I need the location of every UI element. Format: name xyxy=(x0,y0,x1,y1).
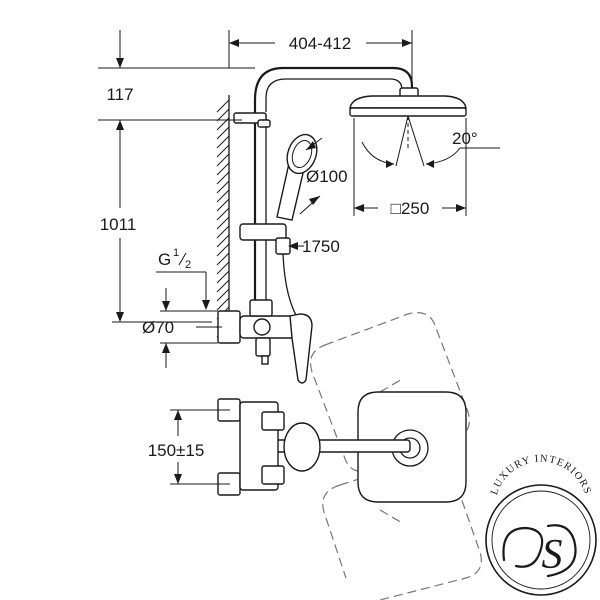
dim-spacing-label: 150±15 xyxy=(148,441,205,460)
dim-total-width: 404-412 xyxy=(228,30,413,88)
dim-handshower-label: Ø100 xyxy=(306,167,348,186)
wall-hatch-line xyxy=(216,108,230,122)
dim-hose-label: 1750 xyxy=(302,237,340,256)
dim-height-label: 1011 xyxy=(100,215,137,234)
dim-head-size: □250 xyxy=(353,118,467,218)
dim-hose: 1750 xyxy=(288,237,340,256)
wall-hatch-line xyxy=(216,99,230,113)
wall-hatch-line xyxy=(216,288,230,302)
wall-hatch-line xyxy=(216,252,230,266)
hand-shower xyxy=(239,133,318,373)
wall-hatch-line xyxy=(216,234,230,248)
head-shower xyxy=(349,87,500,168)
wall-hatch-line xyxy=(216,198,230,212)
slide-holder xyxy=(239,223,287,241)
wall-hatch-line xyxy=(216,171,230,185)
dim-thread-den: 2 xyxy=(185,259,191,271)
wall-hatch-line xyxy=(216,225,230,239)
dim-thread-num: 1 xyxy=(173,247,179,259)
dim-rosette-label: Ø70 xyxy=(142,318,174,337)
dim-top-offset: 117 xyxy=(98,30,255,140)
wall-hatch-line xyxy=(216,243,230,257)
wall xyxy=(216,95,230,338)
wall-hatch-line xyxy=(216,297,230,311)
wall-hatch-line xyxy=(216,261,230,275)
dim-thread-main: G xyxy=(158,250,171,269)
dim-total-width-label: 404-412 xyxy=(289,34,351,53)
mixer-lever xyxy=(289,313,313,384)
mixer-top-view xyxy=(217,312,482,600)
wall-hatch-line xyxy=(216,216,230,230)
mixer-front xyxy=(217,299,313,384)
dim-angle-label: 20° xyxy=(452,129,478,148)
wall-hatch-line xyxy=(216,180,230,194)
dim-thread: G 1 2 xyxy=(156,247,210,310)
wall-hatch-line xyxy=(216,189,230,203)
wall-hatch-line xyxy=(216,153,230,167)
wall-hatch-line xyxy=(216,144,230,158)
dim-angle: 20° xyxy=(452,129,478,148)
dim-top-offset-label: 117 xyxy=(106,85,133,104)
wall-hatching xyxy=(216,99,230,338)
dim-spacing: 150±15 xyxy=(148,409,230,485)
dim-head-size-label: □250 xyxy=(391,199,430,218)
luxury-interiors-logo: LUXURY INTERIORS S xyxy=(485,453,597,596)
logo-monogram-flourish xyxy=(502,524,577,578)
dim-handshower: Ø100 xyxy=(299,137,348,215)
wall-hatch-line xyxy=(216,162,230,176)
wall-hatch-line xyxy=(216,135,230,149)
wall-hatch-line xyxy=(216,126,230,140)
wall-hatch-line xyxy=(216,270,230,284)
wall-hatch-line xyxy=(216,207,230,221)
logo-monogram: S xyxy=(542,532,563,578)
dim-height: 1011 xyxy=(100,140,212,323)
wall-hatch-line xyxy=(216,279,230,293)
dim-rosette: Ø70 xyxy=(142,288,222,368)
